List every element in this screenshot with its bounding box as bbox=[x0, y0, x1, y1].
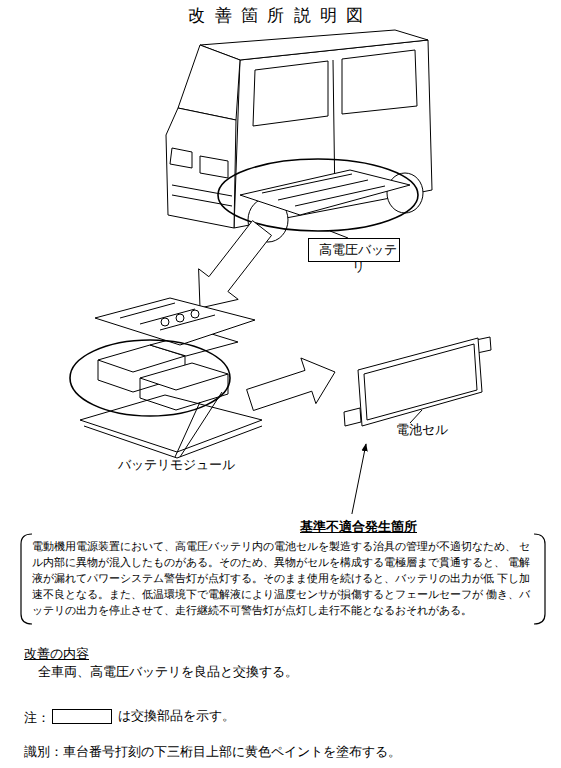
nonconformity-box: 基準不適合発生箇所電動機用電源装置において、高電圧バッテリ内の電池セルを製造する… bbox=[18, 514, 548, 626]
battery-cell: 電池セル bbox=[340, 330, 492, 444]
note-text: 全車両、高電圧バッテリを良品と交換する。 bbox=[38, 664, 298, 681]
battery-in-van bbox=[240, 170, 410, 215]
note-label: 注： bbox=[24, 710, 50, 727]
connector bbox=[161, 318, 169, 326]
legend-swatch bbox=[52, 709, 112, 724]
highlight-ellipse bbox=[218, 159, 418, 231]
cell-inner bbox=[364, 344, 477, 420]
van-windshield bbox=[178, 45, 240, 120]
leader-line bbox=[175, 392, 222, 457]
part-name: バッテリモジュール bbox=[118, 457, 235, 474]
legend-text: は交換部品を示す。 bbox=[118, 708, 235, 725]
connector-arrow bbox=[352, 444, 366, 514]
hollow-arrow bbox=[199, 221, 272, 308]
section-heading: 改善の内容 bbox=[24, 646, 89, 663]
bracket bbox=[21, 534, 545, 624]
diagram-title: 改善箇所説明図 bbox=[0, 4, 561, 27]
battery-cover bbox=[95, 298, 255, 345]
van-window bbox=[342, 50, 417, 114]
cell-tab bbox=[344, 408, 361, 426]
van-side bbox=[234, 40, 432, 228]
battery-module bbox=[140, 374, 228, 410]
battery-lines bbox=[262, 174, 385, 206]
van-window bbox=[253, 61, 328, 126]
van-bumper bbox=[172, 185, 232, 206]
battery-tray-edge bbox=[84, 426, 262, 458]
part-name: 電池セル bbox=[396, 422, 476, 439]
leader-line bbox=[330, 231, 348, 238]
connector bbox=[191, 310, 199, 318]
cell-body bbox=[358, 338, 482, 426]
description-text: 電動機用電源装置において、高電圧バッテリ内の電池セルを製造する治具の管理が不適切… bbox=[32, 539, 536, 619]
cover-lines bbox=[120, 303, 215, 330]
hollow-arrow bbox=[247, 358, 335, 411]
leader-line bbox=[410, 410, 422, 423]
connector bbox=[176, 314, 184, 322]
van-headlight bbox=[170, 148, 192, 168]
van-grille bbox=[200, 156, 228, 178]
part-name: 高電圧バッテリ bbox=[313, 242, 403, 276]
section-heading: 基準不適合発生箇所 bbox=[300, 518, 470, 536]
battery-tray bbox=[80, 395, 262, 452]
highlight-ellipse bbox=[70, 340, 230, 416]
battery-module bbox=[140, 363, 228, 390]
note-text: 識別：車台番号打刻の下三桁目上部に黄色ペイントを塗布する。 bbox=[24, 744, 401, 761]
part-name-box: 高電圧バッテリ bbox=[308, 238, 400, 262]
